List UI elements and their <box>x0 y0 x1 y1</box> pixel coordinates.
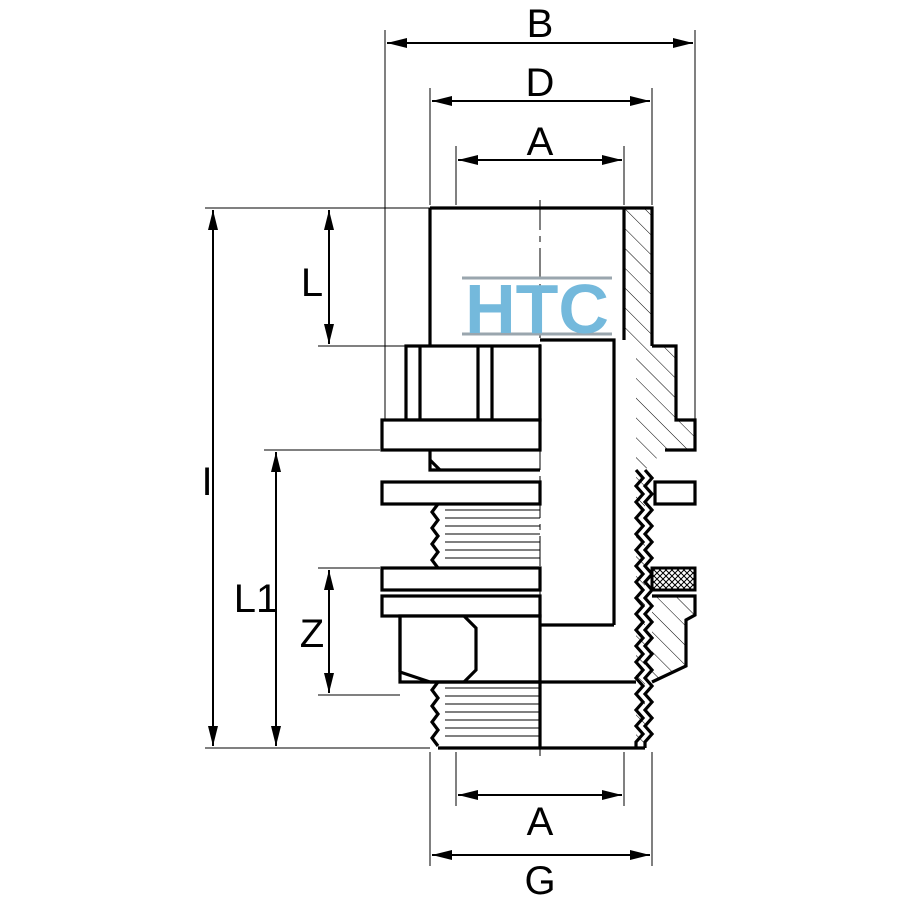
label-i: I <box>201 460 212 504</box>
extension-lines <box>205 30 696 866</box>
label-z: Z <box>300 612 324 656</box>
label-a-bottom: A <box>527 800 554 844</box>
fitting-body <box>380 200 697 756</box>
logo-text: HTC <box>465 270 609 348</box>
label-d: D <box>526 61 555 105</box>
label-b: B <box>527 2 554 46</box>
label-a-top: A <box>527 120 554 164</box>
label-g: G <box>524 859 555 900</box>
htc-logo: HTC <box>462 270 612 348</box>
dimension-labels: B D A L I L1 Z A G <box>201 2 555 900</box>
label-l1: L1 <box>234 577 279 621</box>
dimension-arrows <box>208 38 693 860</box>
label-l: L <box>301 261 323 305</box>
